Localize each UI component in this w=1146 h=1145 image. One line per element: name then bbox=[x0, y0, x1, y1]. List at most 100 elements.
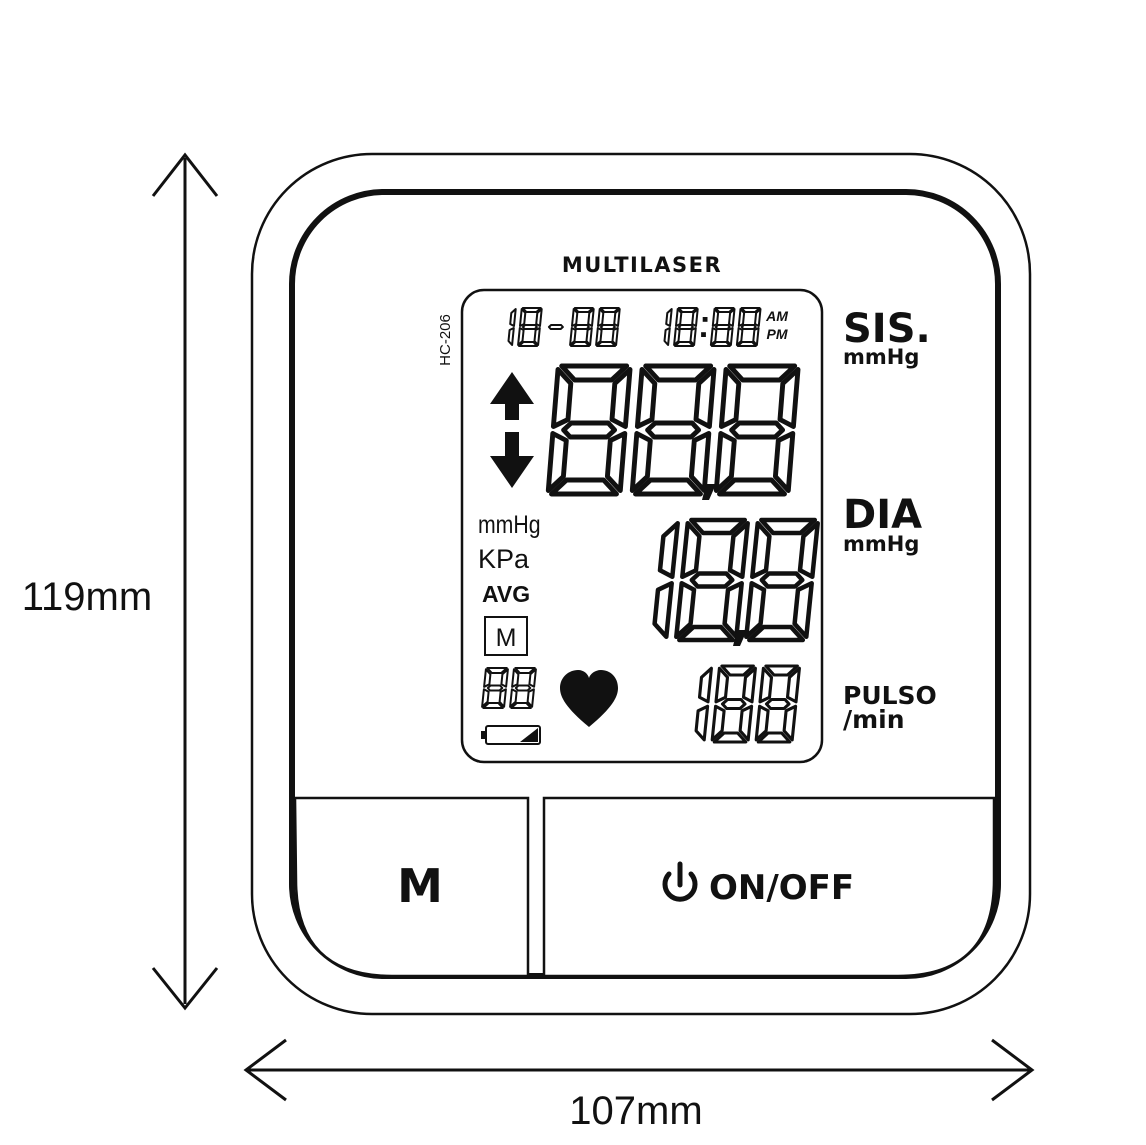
segment-e bbox=[517, 327, 525, 346]
segment-e bbox=[674, 581, 697, 640]
segment-b bbox=[728, 308, 736, 327]
segment-a bbox=[573, 307, 594, 313]
segment-e bbox=[509, 688, 518, 708]
segment-c bbox=[738, 704, 754, 742]
segment-d bbox=[736, 341, 757, 347]
digit-3 bbox=[569, 307, 595, 347]
segment-c bbox=[752, 327, 760, 346]
power-icon bbox=[662, 861, 698, 902]
segment-c bbox=[722, 581, 744, 640]
segment-e bbox=[569, 327, 577, 346]
arrow-up-icon bbox=[490, 372, 534, 420]
segment-g bbox=[740, 324, 757, 330]
segment-e bbox=[545, 431, 569, 493]
memory-button[interactable]: M bbox=[300, 802, 524, 972]
segment-d bbox=[712, 731, 748, 744]
height-label: 119mm bbox=[22, 575, 152, 619]
height-dimension: 119mm bbox=[22, 152, 219, 1011]
lcd-screen: AM PM mmHg KPa AVG M bbox=[460, 288, 824, 764]
segment-c bbox=[652, 581, 674, 640]
segment-b bbox=[535, 308, 543, 327]
segment-e bbox=[481, 688, 490, 708]
segment-g bbox=[521, 324, 538, 330]
segment-c bbox=[611, 327, 619, 346]
segment-e bbox=[713, 431, 737, 493]
segment-g bbox=[599, 324, 616, 330]
decimal-comma bbox=[702, 484, 716, 500]
arrow-down-icon bbox=[490, 432, 534, 488]
segment-c bbox=[526, 688, 535, 708]
segment-d bbox=[710, 341, 731, 347]
segment-a bbox=[514, 667, 536, 674]
digit-4 bbox=[735, 307, 762, 347]
segment-d bbox=[717, 477, 787, 497]
digit-3 bbox=[709, 307, 736, 347]
segment-c bbox=[507, 327, 515, 346]
segment-d bbox=[596, 341, 616, 347]
digit-1 bbox=[629, 363, 717, 497]
segment-g bbox=[759, 571, 805, 589]
segment-f bbox=[758, 666, 774, 704]
pulse-title: PULSO bbox=[843, 681, 937, 710]
segment-f bbox=[483, 668, 492, 688]
segment-d bbox=[570, 341, 590, 347]
segment-f bbox=[634, 367, 658, 429]
systolic-title: SIS. bbox=[843, 306, 931, 352]
diastolic-unit: mmHg bbox=[843, 532, 919, 556]
segment-g bbox=[764, 697, 791, 711]
segment-a bbox=[559, 363, 630, 383]
segment-d bbox=[674, 341, 694, 347]
pulse-unit: /min bbox=[843, 705, 905, 734]
digit-2 bbox=[547, 324, 564, 330]
power-button[interactable]: ON/OFF bbox=[548, 802, 988, 972]
segment-b bbox=[697, 666, 713, 704]
digit-1 bbox=[509, 667, 537, 709]
segment-e bbox=[673, 327, 681, 346]
segment-a bbox=[599, 307, 620, 313]
decimal-comma bbox=[733, 630, 747, 646]
side-labels: SIS. mmHg DIA mmHg PULSO /min bbox=[843, 306, 937, 734]
brand-logo: MULTILASER bbox=[562, 253, 722, 277]
digit-0 bbox=[694, 666, 713, 742]
digit-1 bbox=[673, 307, 699, 347]
digit-0 bbox=[545, 363, 633, 497]
button-area bbox=[293, 796, 996, 978]
unit-mmhg-label: mmHg bbox=[478, 510, 541, 538]
segment-c bbox=[772, 431, 796, 493]
segment-c bbox=[533, 327, 541, 346]
segment-b bbox=[665, 308, 673, 327]
segment-b bbox=[528, 668, 537, 688]
battery-icon bbox=[481, 725, 541, 745]
digit-2 bbox=[744, 517, 820, 643]
time-display bbox=[663, 307, 762, 347]
segment-c bbox=[694, 704, 710, 742]
segment-a bbox=[643, 363, 714, 383]
segment-g bbox=[689, 571, 735, 589]
segment-b bbox=[587, 308, 595, 327]
segment-a bbox=[764, 664, 799, 677]
width-dimension: 107mm bbox=[243, 1038, 1035, 1133]
segment-c bbox=[663, 327, 671, 346]
heart-icon bbox=[560, 670, 618, 727]
colon-dot bbox=[701, 332, 706, 337]
segment-b bbox=[613, 308, 621, 327]
segment-b bbox=[657, 521, 680, 580]
segment-g bbox=[561, 420, 618, 440]
power-button-label: ON/OFF bbox=[709, 868, 854, 908]
width-label: 107mm bbox=[569, 1089, 702, 1133]
digit-1 bbox=[710, 664, 757, 744]
segment-f bbox=[737, 308, 746, 327]
segment-a bbox=[677, 307, 698, 313]
segment-c bbox=[792, 581, 814, 640]
segment-f bbox=[675, 308, 683, 327]
digit-0 bbox=[481, 667, 509, 709]
segment-b bbox=[785, 666, 801, 704]
digit-4 bbox=[595, 307, 621, 347]
segment-b bbox=[754, 308, 762, 327]
segment-g bbox=[486, 684, 504, 692]
digit-0 bbox=[652, 521, 680, 640]
segment-e bbox=[629, 431, 653, 493]
segment-a bbox=[486, 667, 508, 674]
segment-f bbox=[718, 367, 742, 429]
